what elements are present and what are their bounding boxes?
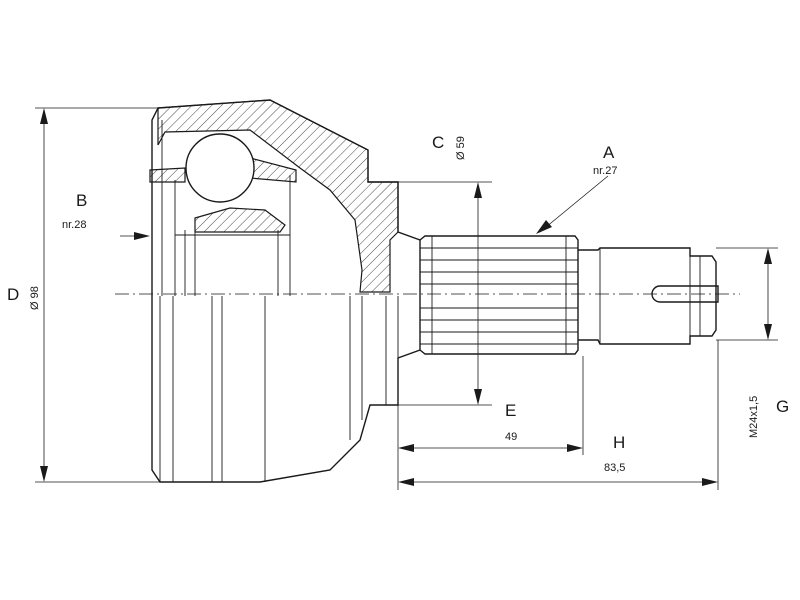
threaded-end (578, 247, 719, 345)
dimension-e (397, 356, 584, 490)
dimension-a-leader (536, 175, 609, 234)
dimension-b-pointer (120, 232, 150, 240)
dimension-g (716, 247, 778, 341)
dimension-a-letter: A (603, 143, 615, 162)
dimension-g-value: M24x1,5 (748, 396, 760, 438)
joint-housing (151, 99, 421, 483)
dimension-e-letter: E (505, 401, 516, 420)
dimension-d-value: Ø 98 (29, 286, 41, 310)
dimension-a-value: nr.27 (593, 165, 617, 177)
dimension-b-letter: B (76, 191, 87, 210)
dimension-d (35, 107, 160, 483)
joint-ball (185, 133, 255, 203)
dimension-h (398, 340, 719, 490)
dimension-d-letter: D (7, 285, 19, 304)
dimension-c (398, 181, 492, 406)
housing-section-hatch (149, 99, 399, 293)
dimension-h-letter: H (613, 433, 625, 452)
dimension-g-letter: G (776, 397, 789, 416)
dimension-h-value: 83,5 (604, 462, 625, 474)
dimension-c-letter: C (432, 133, 444, 152)
dimension-b-value: nr.28 (62, 219, 86, 231)
splined-shaft (419, 235, 579, 355)
dimension-e-value: 49 (505, 431, 517, 443)
dimension-c-value: Ø 59 (455, 136, 467, 160)
